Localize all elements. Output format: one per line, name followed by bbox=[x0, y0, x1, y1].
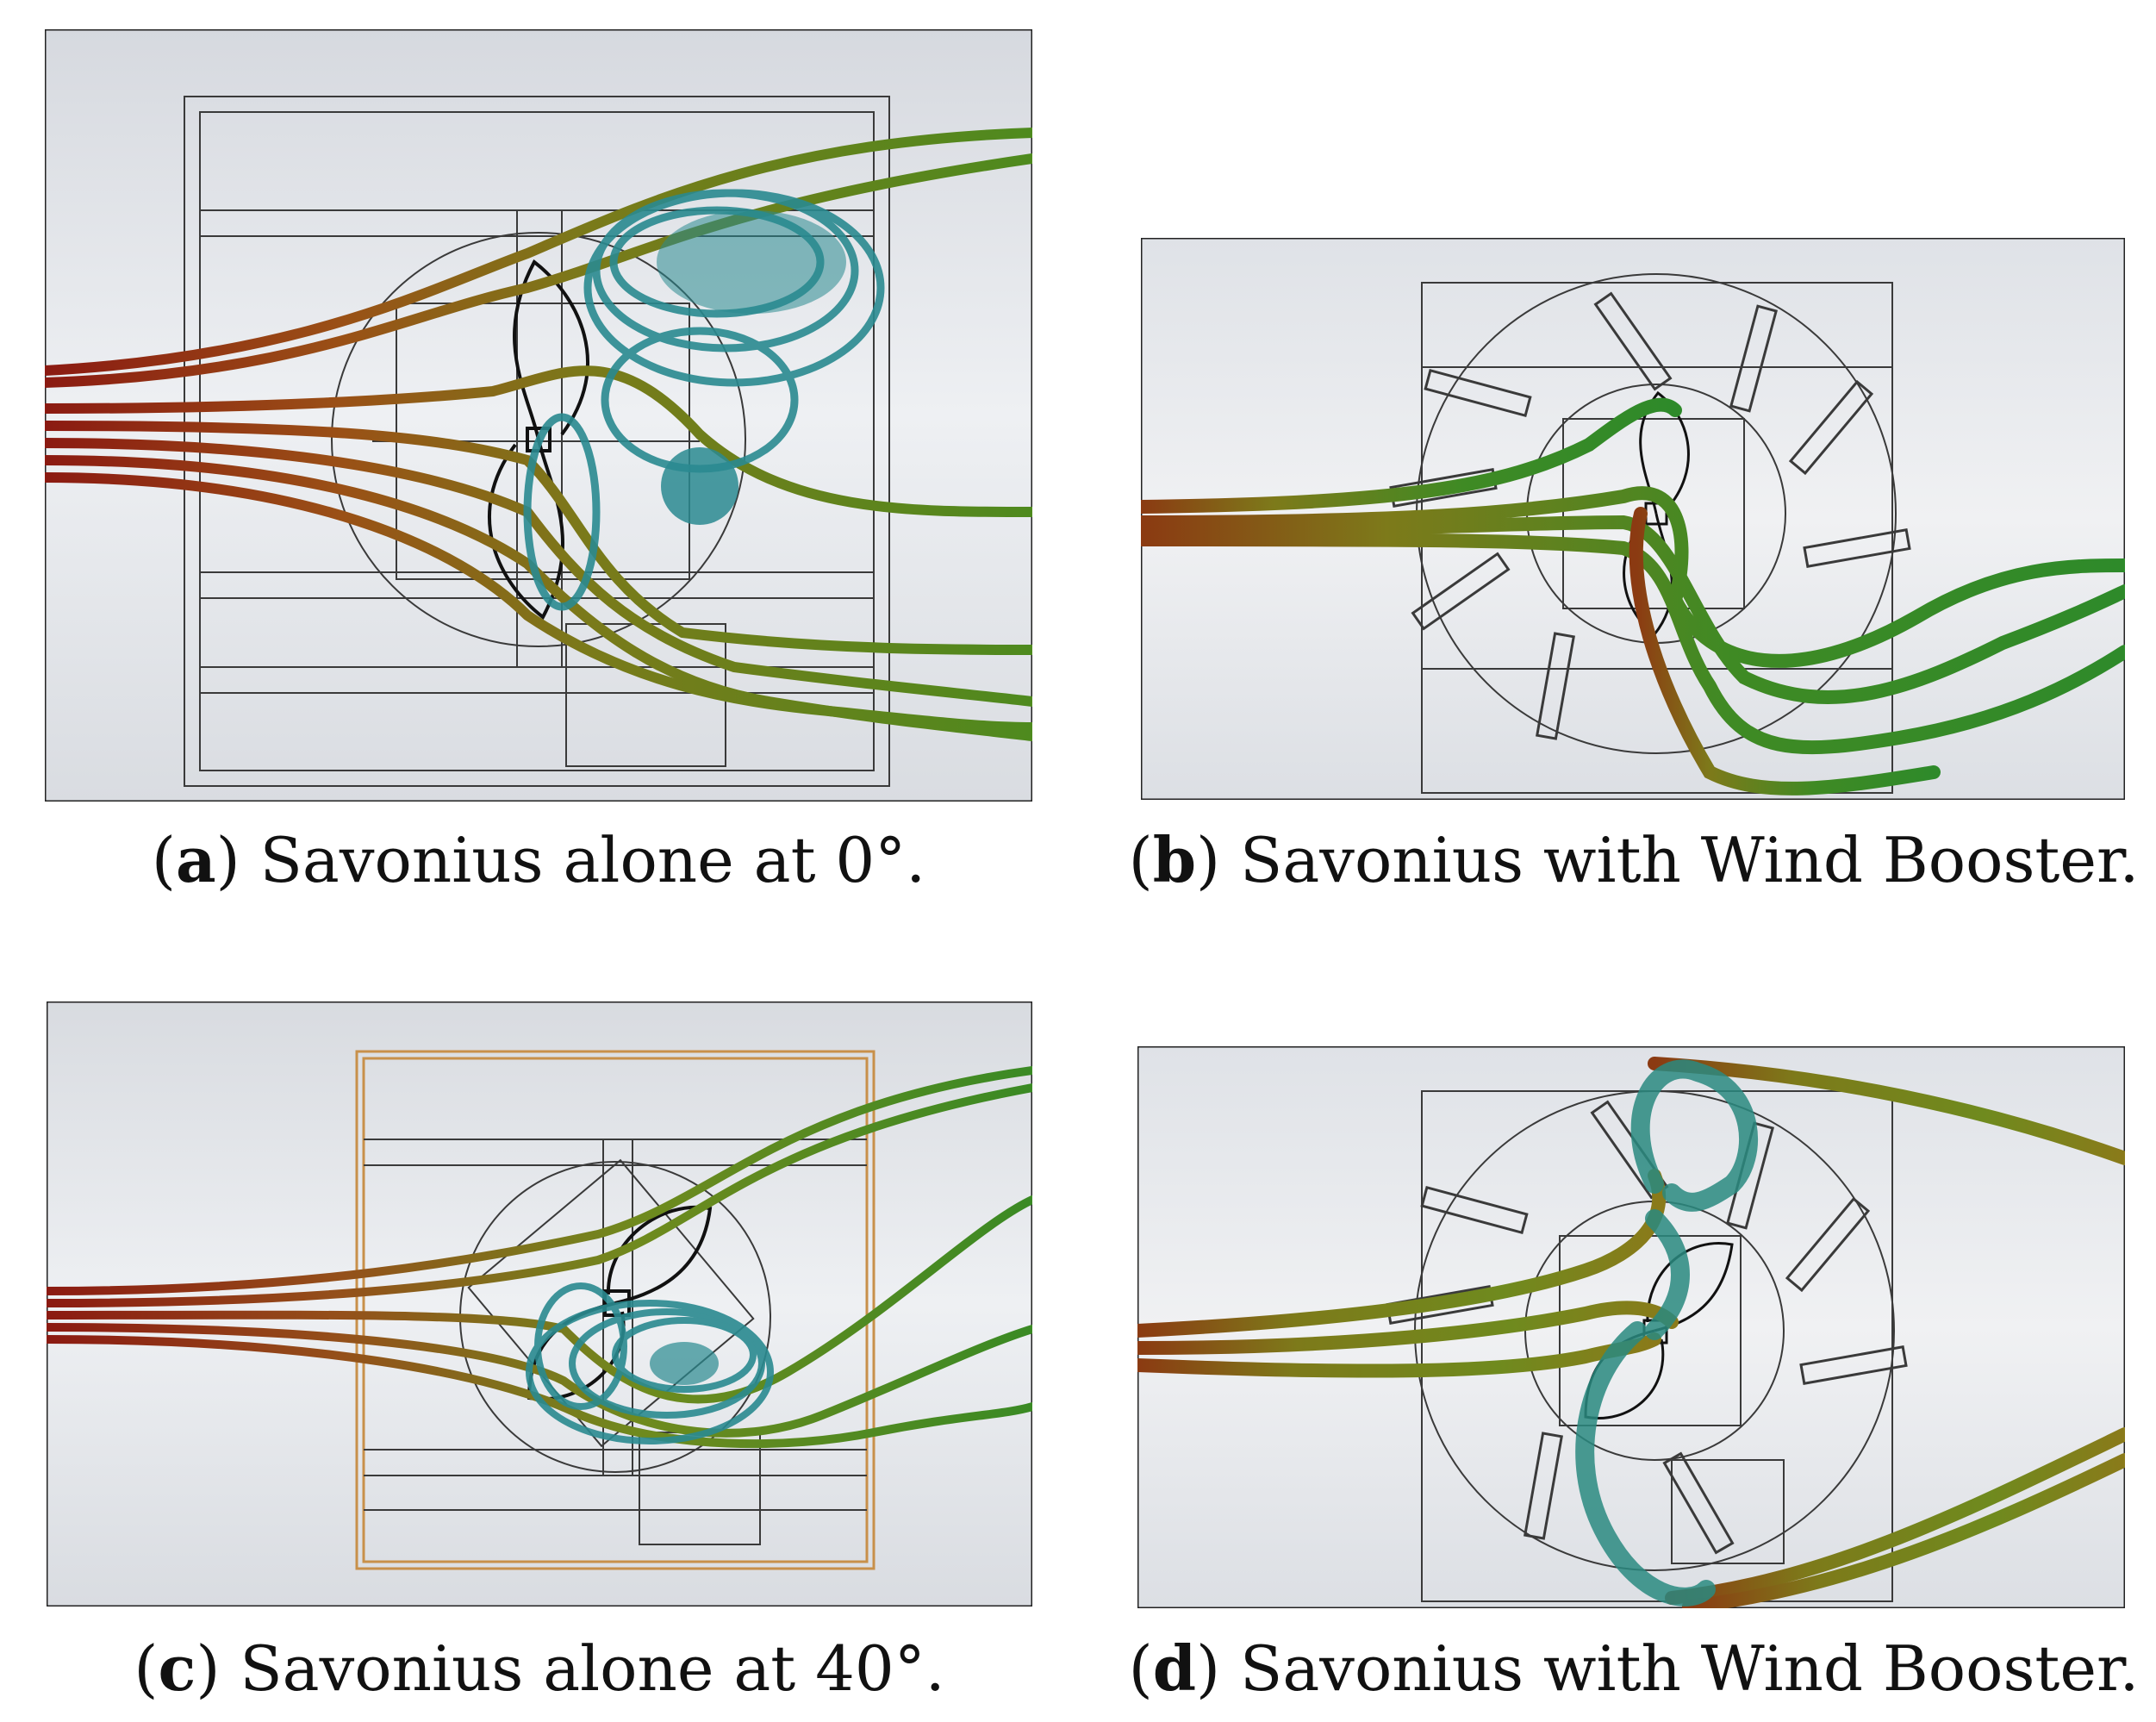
caption-d-text: Savonius with Wind Booster. bbox=[1240, 1632, 2140, 1705]
caption-a-letter: a bbox=[175, 823, 216, 896]
caption-d: (d) Savonius with Wind Booster. bbox=[1128, 1632, 2140, 1705]
caption-a: (a) Savonius alone at 0°. bbox=[151, 823, 926, 896]
caption-b-text: Savonius with Wind Booster. bbox=[1240, 824, 2140, 896]
caption-c: (c) Savonius alone at 40°. bbox=[134, 1632, 945, 1705]
panel-d-savonius-with-wind-booster bbox=[1137, 1046, 2125, 1608]
caption-c-text: Savonius alone at 40°. bbox=[240, 1632, 945, 1705]
caption-a-text: Savonius alone at 0°. bbox=[259, 824, 926, 896]
caption-c-letter: c bbox=[158, 1632, 196, 1705]
caption-b-letter: b bbox=[1152, 823, 1197, 896]
panel-a-savonius-alone-0deg bbox=[45, 29, 1032, 802]
panel-b-savonius-with-wind-booster bbox=[1141, 238, 2125, 800]
panel-c-savonius-alone-40deg bbox=[47, 1001, 1032, 1607]
caption-d-letter: d bbox=[1152, 1632, 1197, 1705]
caption-b: (b) Savonius with Wind Booster. bbox=[1128, 823, 2140, 896]
